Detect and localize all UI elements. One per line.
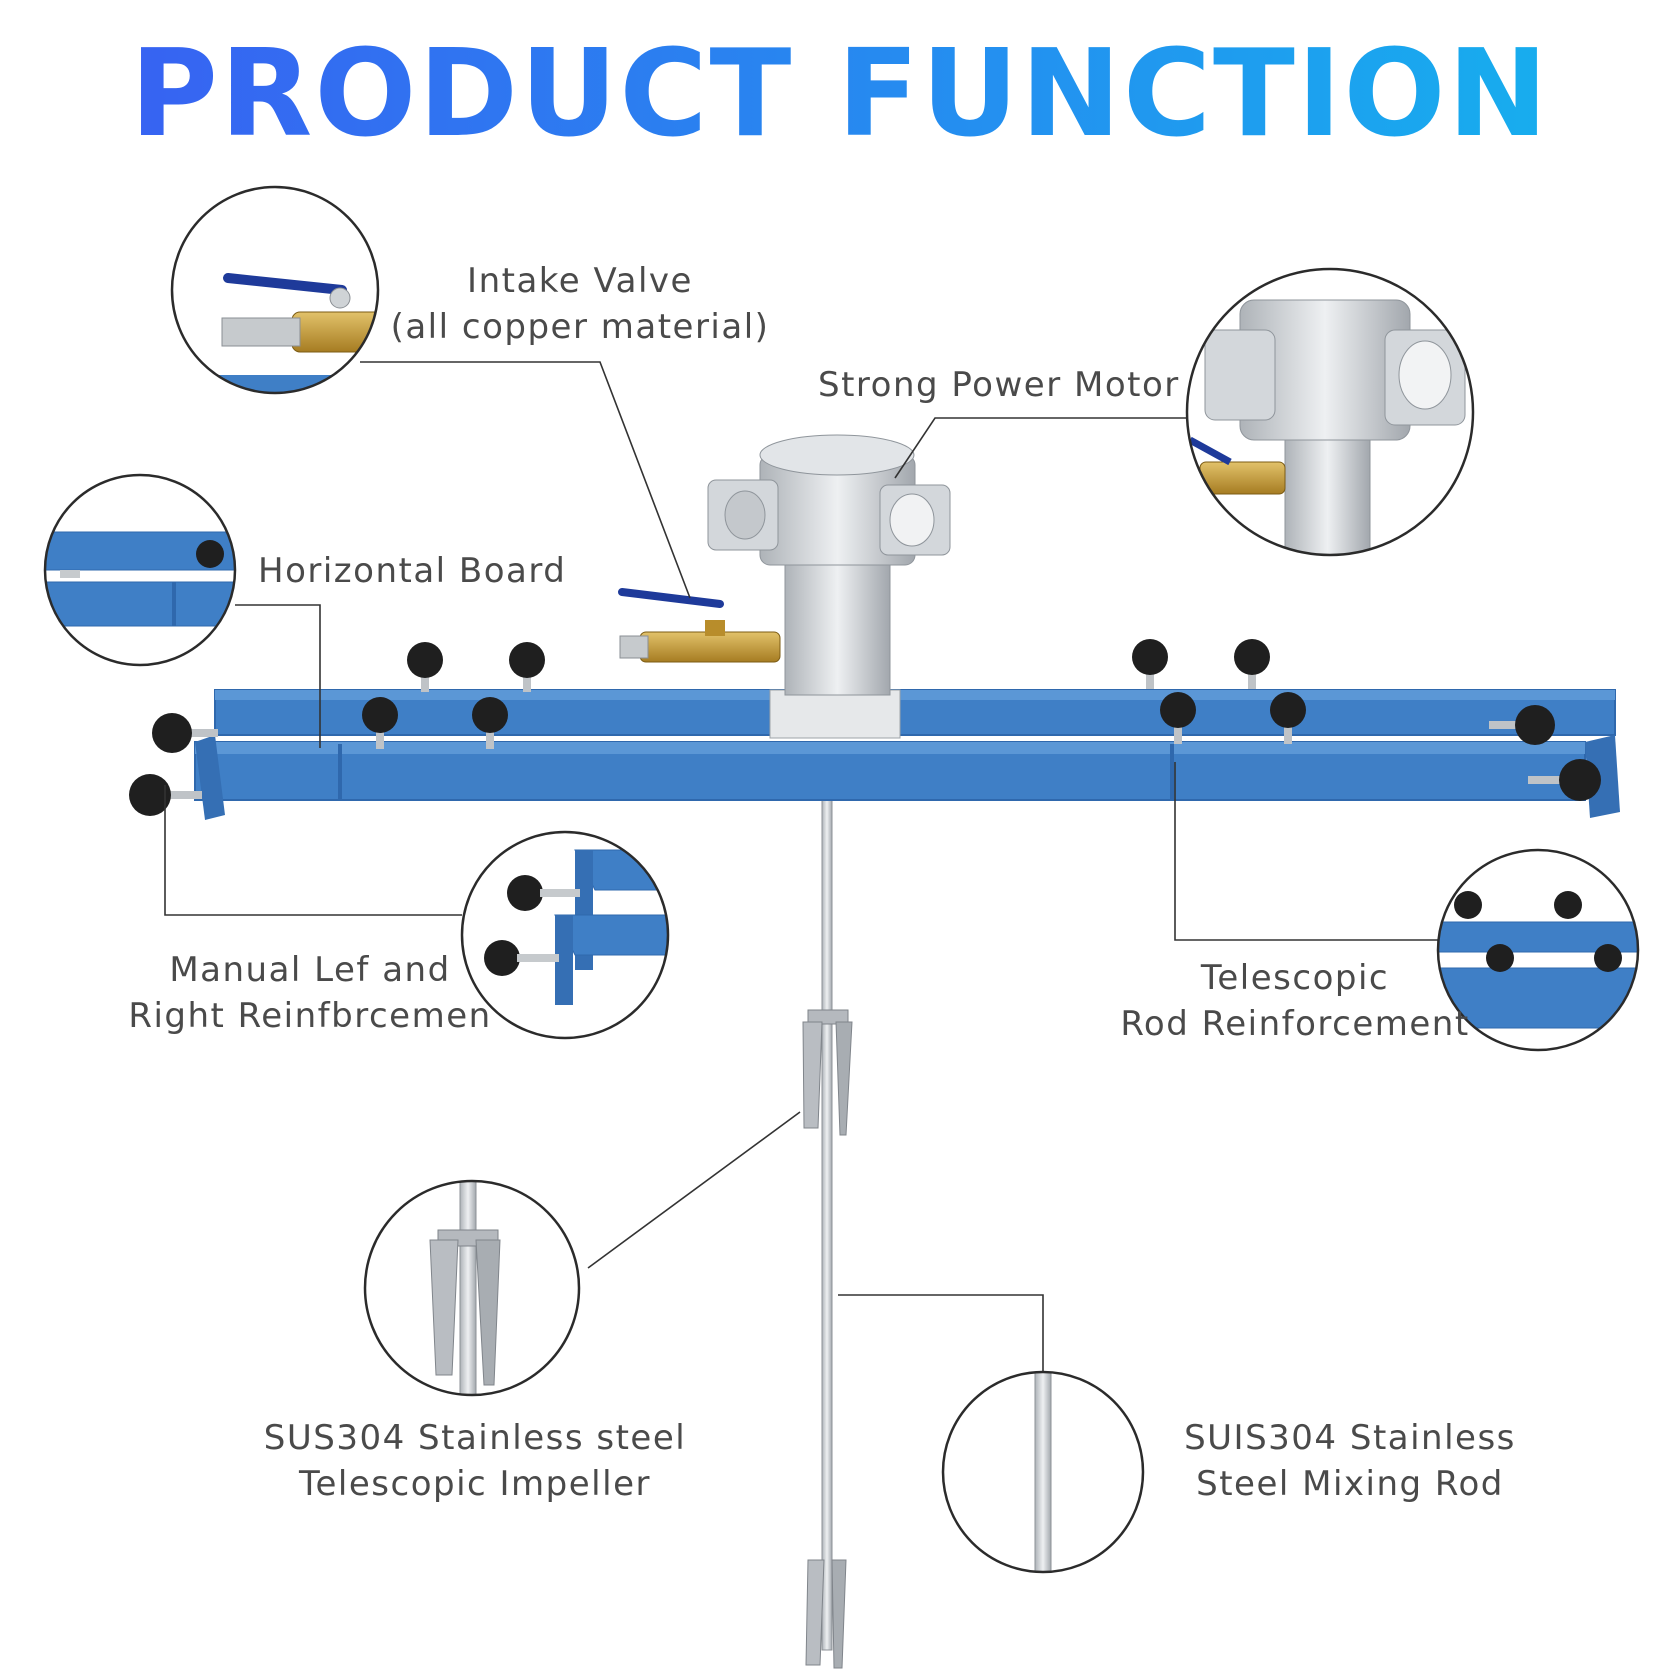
leader-lines <box>164 361 1440 1372</box>
label-motor-line1: Strong Power Motor <box>818 365 1180 405</box>
mixing-rod <box>812 778 842 1651</box>
callout-telescopic-rod <box>1436 848 1640 1052</box>
label-mixing-rod-line2: Steel Mixing Rod <box>1196 1464 1504 1504</box>
upper-impeller <box>802 1009 853 1136</box>
knobs <box>129 639 1601 816</box>
intake-valve <box>618 588 781 663</box>
lower-impeller <box>805 1559 847 1669</box>
label-intake-valve-line1: Intake Valve <box>467 261 693 301</box>
label-horizontal-board: Horizontal Board <box>258 548 566 594</box>
label-manual-reinforcement: Manual Lef and Right Reinfbrcemen <box>120 947 500 1039</box>
callout-mixing-rod <box>941 1370 1145 1574</box>
label-telescopic-line2: Rod Reinforcement <box>1120 1004 1470 1044</box>
label-manual-line1: Manual Lef and <box>169 950 451 990</box>
callout-intake-valve <box>170 185 380 395</box>
label-intake-valve: Intake Valve (all copper material) <box>390 258 770 350</box>
motor <box>707 434 951 739</box>
label-telescopic-line1: Telescopic <box>1200 958 1390 998</box>
label-mixing-rod: SUIS304 Stainless Steel Mixing Rod <box>1170 1415 1530 1507</box>
callout-horizontal-board <box>43 473 237 667</box>
callout-impeller <box>363 1179 581 1397</box>
label-mixing-rod-line1: SUIS304 Stainless <box>1184 1418 1516 1458</box>
callout-motor <box>1185 267 1475 557</box>
label-impeller-line1: SUS304 Stainless steel <box>263 1418 687 1458</box>
label-intake-valve-line2: (all copper material) <box>390 307 770 347</box>
label-horizontal-board-line1: Horizontal Board <box>258 551 567 591</box>
label-motor: Strong Power Motor <box>818 362 1180 408</box>
label-manual-line2: Right Reinfbrcemen <box>128 996 492 1036</box>
page-title: PRODUCT FUNCTION <box>0 20 1680 170</box>
horizontal-board-frame <box>194 689 1620 820</box>
label-impeller-line2: Telescopic Impeller <box>299 1464 651 1504</box>
label-impeller: SUS304 Stainless steel Telescopic Impell… <box>255 1415 695 1507</box>
label-telescopic-rod: Telescopic Rod Reinforcement <box>1110 955 1480 1047</box>
